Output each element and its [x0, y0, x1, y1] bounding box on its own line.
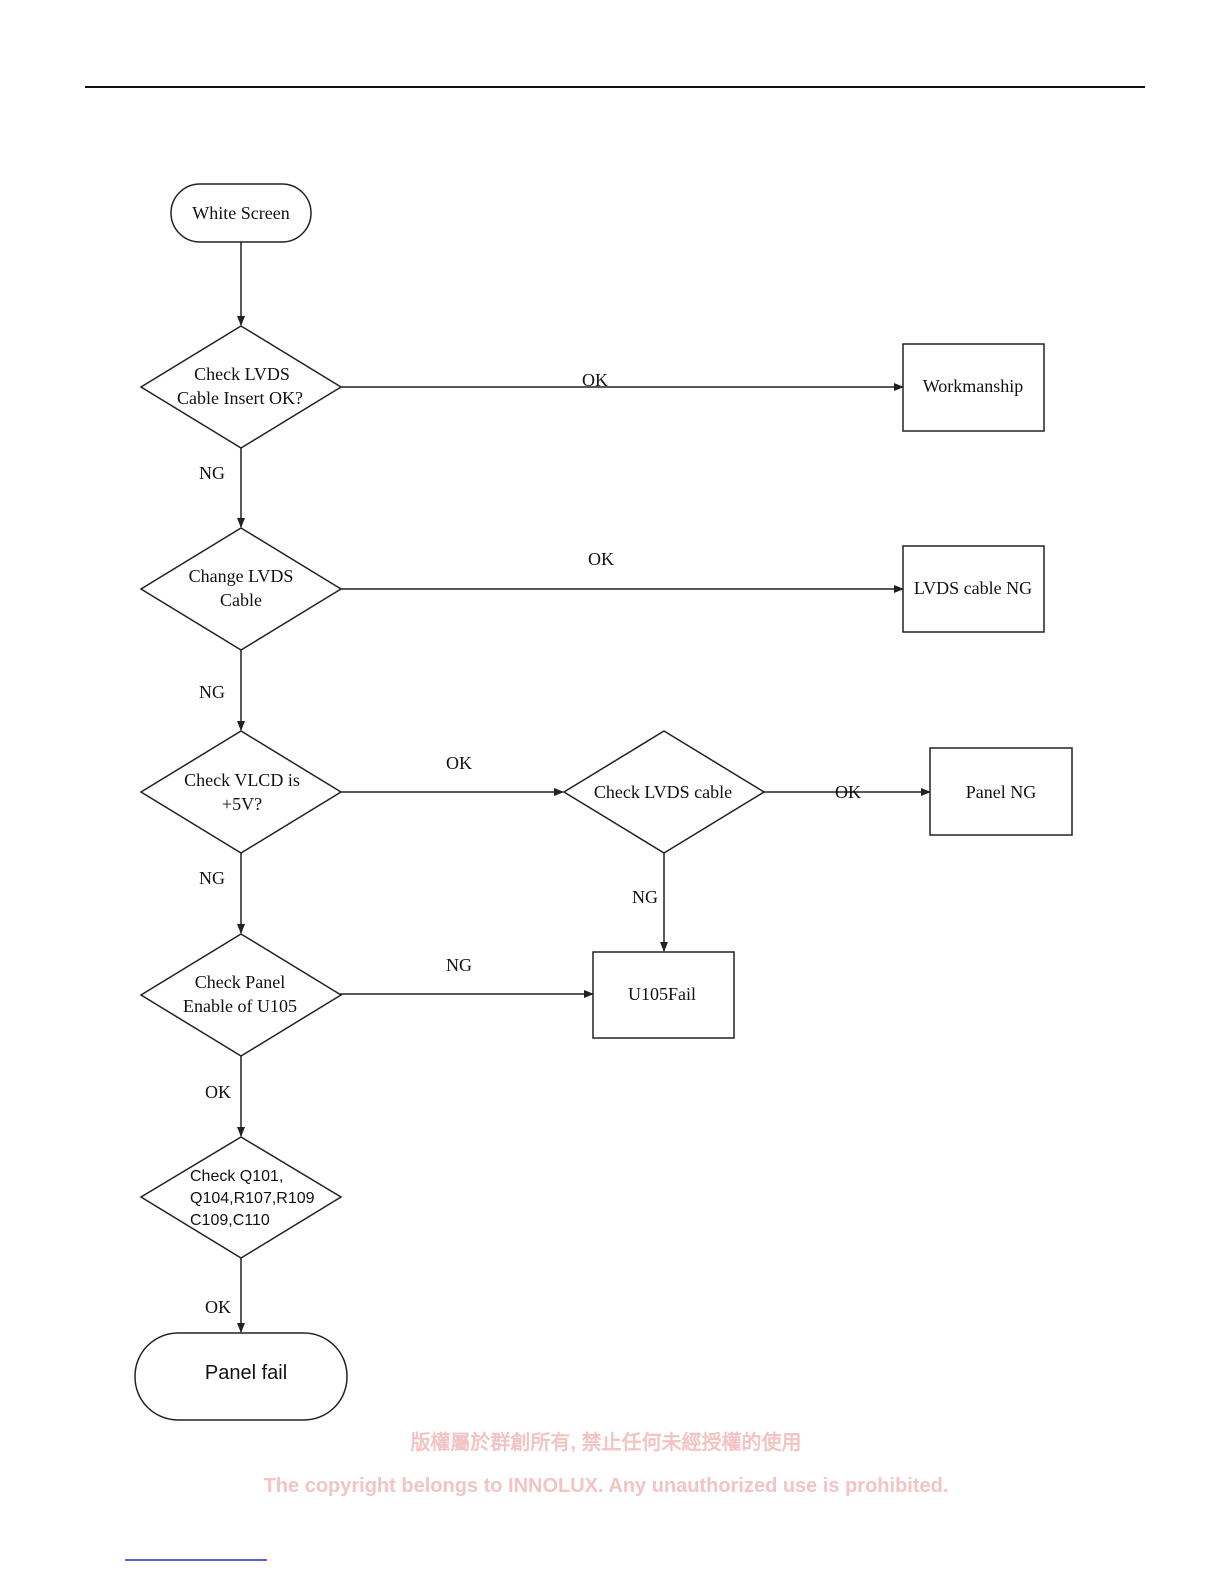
decision-check-panel-enable-label-1: Check Panel [195, 972, 285, 992]
decision-check-lvds-cable: Check LVDS cable [562, 730, 766, 854]
decision-check-lvds-cable-label: Check LVDS cable [594, 782, 732, 802]
edge-label-d5-ok: OK [205, 1297, 231, 1317]
result-u105-fail: U105Fail [592, 951, 735, 1039]
node-start: White Screen [170, 183, 312, 243]
decision-check-lvds-insert: Check LVDS Cable Insert OK? [139, 325, 343, 449]
edge-label-d4-ng: NG [446, 955, 472, 975]
edge-label-d3-ng: NG [199, 868, 225, 888]
result-u105-fail-label: U105Fail [628, 984, 696, 1004]
edge-label-d3b-ng: NG [632, 887, 658, 907]
decision-check-panel-enable: Check Panel Enable of U105 [139, 933, 343, 1057]
edge-label-d4-ok: OK [205, 1082, 231, 1102]
decision-check-components-label-1: Check Q101, [190, 1168, 283, 1185]
decision-check-panel-enable-label-2: Enable of U105 [183, 996, 297, 1016]
decision-check-components-label-3: C109,C110 [190, 1212, 270, 1229]
decision-check-lvds-insert-label-1: Check LVDS [194, 364, 290, 384]
decision-check-vlcd: Check VLCD is +5V? [139, 730, 343, 854]
edge-label-d3-ok: OK [446, 753, 472, 773]
node-end-label: Panel fail [205, 1362, 287, 1384]
result-lvds-cable-ng-label: LVDS cable NG [914, 578, 1032, 598]
copyright-watermark: 版權屬於群創所有, 禁止任何未經授權的使用 The copyright belo… [264, 1430, 949, 1497]
watermark-line-2: The copyright belongs to INNOLUX. Any un… [264, 1475, 949, 1497]
result-workmanship: Workmanship [902, 343, 1045, 432]
connectors [237, 242, 931, 1333]
decision-check-components-label-2: Q104,R107,R109 [190, 1190, 315, 1207]
edge-label-d3b-ok: OK [835, 782, 861, 802]
result-panel-ng-label: Panel NG [966, 782, 1037, 802]
decision-check-vlcd-label-2: +5V? [222, 794, 262, 814]
result-workmanship-label: Workmanship [923, 376, 1024, 396]
node-end: Panel fail [134, 1332, 348, 1421]
watermark-line-1: 版權屬於群創所有, 禁止任何未經授權的使用 [410, 1430, 801, 1454]
result-panel-ng: Panel NG [929, 747, 1073, 836]
decision-check-components: Check Q101, Q104,R107,R109 C109,C110 [139, 1136, 343, 1259]
decision-change-lvds-cable: Change LVDS Cable [139, 527, 343, 651]
edge-labels: OK NG OK NG OK NG OK NG NG OK OK [199, 370, 861, 1317]
node-start-label: White Screen [192, 203, 289, 223]
decision-check-vlcd-label-1: Check VLCD is [184, 770, 300, 790]
edge-label-d2-ng: NG [199, 682, 225, 702]
result-lvds-cable-ng: LVDS cable NG [902, 545, 1045, 633]
decision-change-lvds-cable-label-1: Change LVDS [189, 566, 294, 586]
edge-label-d1-ok: OK [582, 370, 608, 390]
decision-change-lvds-cable-label-2: Cable [220, 590, 262, 610]
decision-check-lvds-insert-label-2: Cable Insert OK? [177, 388, 303, 408]
edge-label-d2-ok: OK [588, 549, 614, 569]
edge-label-d1-ng: NG [199, 463, 225, 483]
